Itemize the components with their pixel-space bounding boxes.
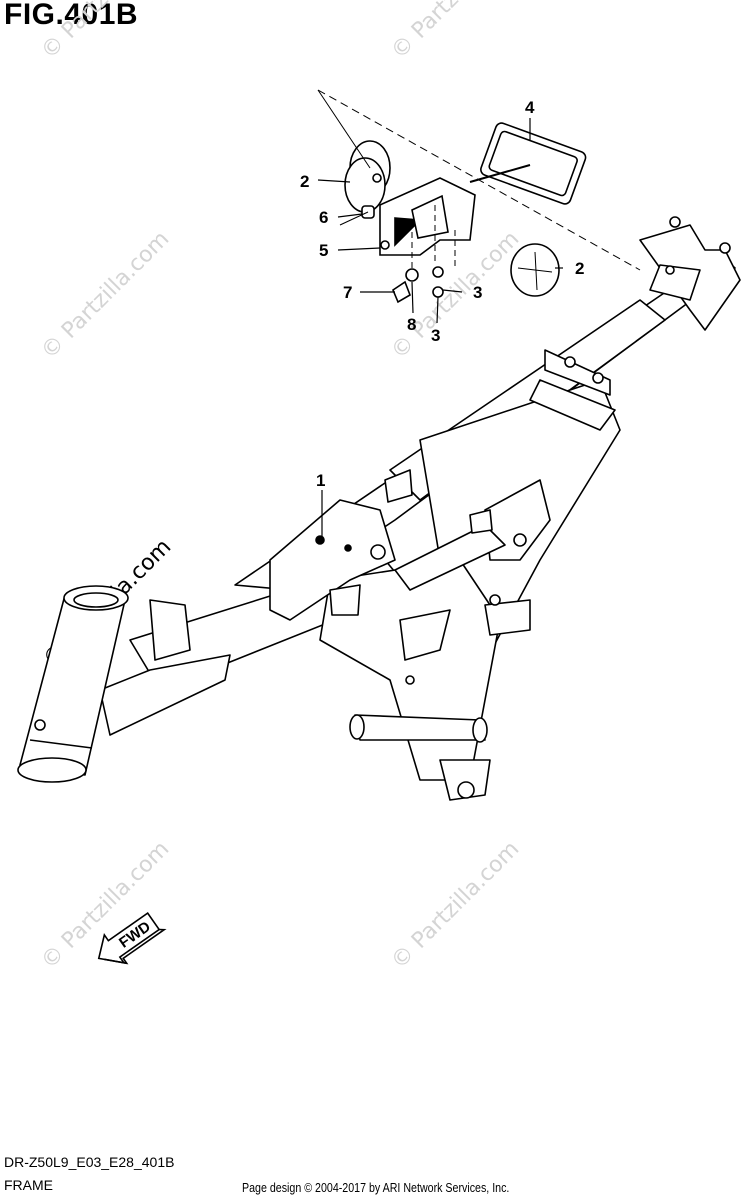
figure-title: FIG.401B — [4, 0, 139, 31]
callout-3-bottom: 3 — [431, 326, 440, 345]
nut-3a — [432, 266, 444, 278]
diagram-code: DR-Z50L9_E03_E28_401B — [4, 1154, 175, 1170]
reflector — [480, 122, 587, 205]
callout-7: 7 — [343, 283, 352, 302]
callout-6: 6 — [319, 208, 328, 227]
grommet-left — [344, 140, 391, 213]
watermark-7: © Partzilla.com — [387, 837, 525, 975]
watermark-2: © Partzilla.com — [387, 0, 525, 64]
callout-numbers: 1 2 2 3 3 4 5 6 7 8 — [300, 98, 584, 490]
callout-2-left: 2 — [300, 172, 309, 191]
callout-1: 1 — [316, 471, 325, 490]
fwd-arrow-icon: FWD — [97, 912, 167, 965]
callout-5: 5 — [319, 241, 328, 260]
leader-lines — [317, 118, 563, 540]
watermark-3: © Partzilla.com — [37, 227, 175, 365]
nut-3b — [432, 286, 444, 298]
guide-lines — [317, 89, 641, 271]
washer-5 — [380, 240, 390, 250]
copyright-credit: Page design © 2004-2017 by ARI Network S… — [242, 1180, 510, 1195]
callout-2-right: 2 — [575, 259, 584, 278]
reflector-bracket — [379, 177, 476, 256]
collar-8 — [405, 268, 419, 282]
rear-fender-parts — [344, 122, 587, 304]
watermark-1: © Partzilla.com — [37, 0, 175, 64]
callout-8: 8 — [407, 315, 416, 334]
bolt-7 — [392, 280, 411, 304]
callout-3-top: 3 — [473, 283, 482, 302]
section-name: FRAME — [4, 1177, 53, 1193]
callout-4: 4 — [525, 98, 535, 117]
frame-body — [17, 216, 741, 801]
grommet-right — [510, 243, 560, 297]
